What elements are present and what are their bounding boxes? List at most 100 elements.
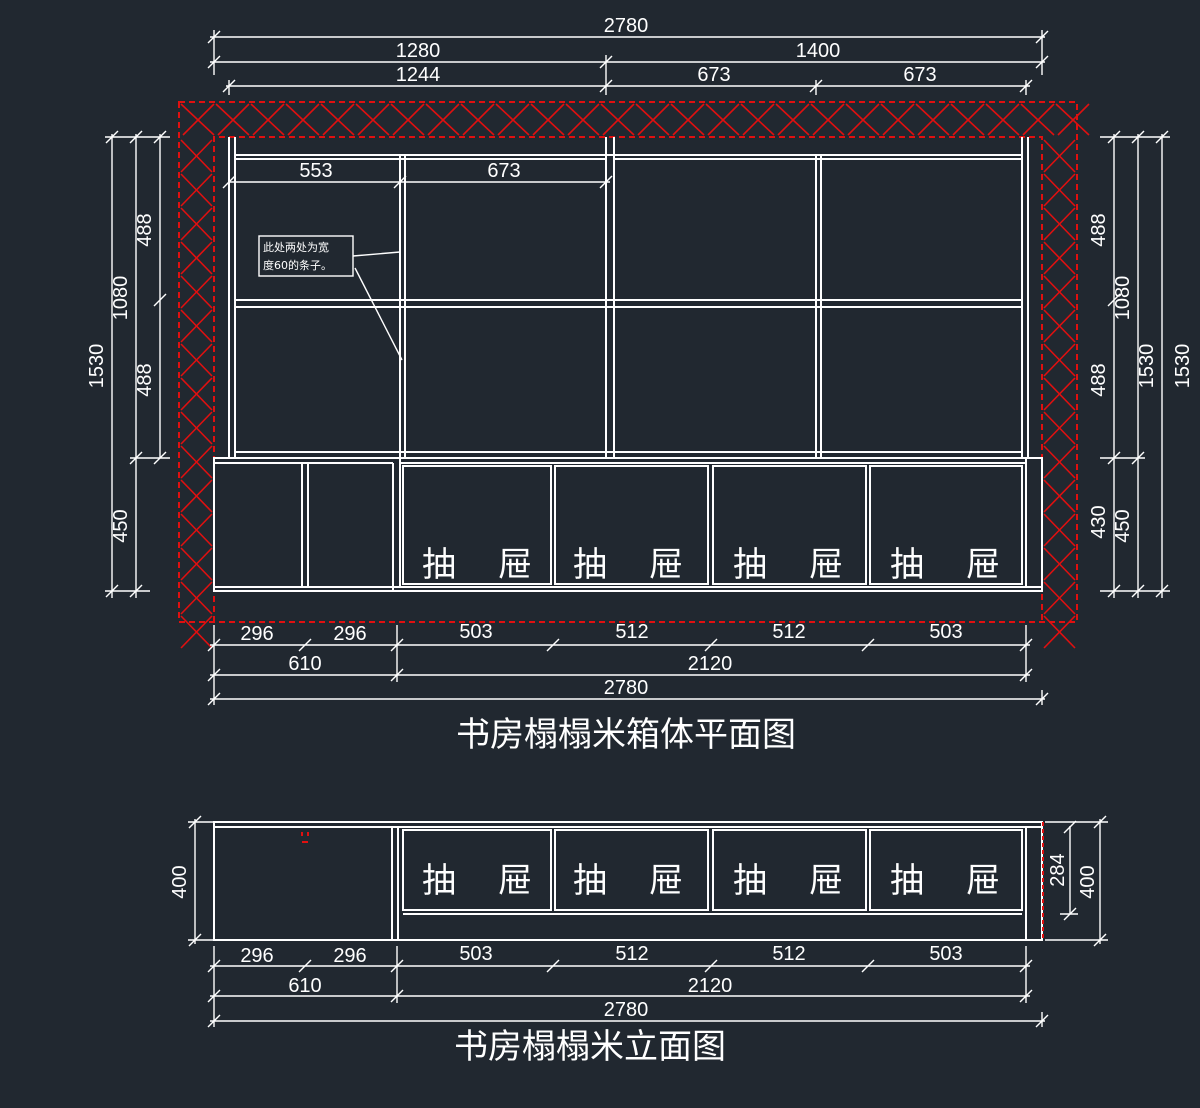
elev-drawer-1-label-a: 抽	[422, 861, 456, 901]
hatch-stroke	[987, 103, 1020, 136]
dim-bottom-seg4: 512	[615, 621, 648, 643]
dim-tick	[393, 175, 407, 189]
hatch-stroke	[602, 103, 635, 136]
dim-tick	[1131, 451, 1145, 465]
hatch-stroke	[1043, 207, 1076, 241]
hatch-stroke	[357, 103, 390, 136]
dim-tick	[105, 584, 119, 598]
elev-drawer-3	[712, 829, 867, 911]
wall-outline	[178, 101, 1078, 623]
dim-tick	[153, 451, 167, 465]
base-box	[213, 457, 1043, 592]
hatch-stroke	[180, 173, 213, 207]
dim-tick	[1035, 692, 1049, 706]
dim-bottom-seg6: 503	[929, 621, 962, 643]
dim-tick	[390, 989, 404, 1003]
dim-bottom-seg3: 503	[459, 621, 492, 643]
dim-tick	[1131, 584, 1145, 598]
hatch-stroke	[180, 411, 213, 445]
elev-dim-seg5: 512	[772, 943, 805, 965]
dim-tick	[599, 175, 613, 189]
dim-tick	[1093, 815, 1107, 829]
dim-tick	[207, 638, 221, 652]
hatch-stroke	[180, 207, 213, 241]
hatch-stroke	[180, 139, 213, 173]
elev-drawer-2	[554, 829, 709, 911]
dim-tick	[546, 959, 560, 973]
drawer-1	[402, 465, 552, 585]
drawer-3-label-a: 抽	[733, 545, 767, 585]
hatch-stroke	[217, 103, 250, 136]
elevation-dimensions: 400 284 400 296 296 503 512 512 503 610 …	[169, 819, 1108, 1027]
dim-tick	[1019, 668, 1033, 682]
dim-inner-right: 673	[903, 64, 936, 86]
dim-left-base: 450	[110, 509, 132, 542]
hatch-stroke	[180, 547, 213, 581]
elev-drawer-3-label-a: 抽	[733, 861, 767, 901]
hatch-stroke	[1043, 173, 1076, 207]
hatch-stroke	[1043, 513, 1076, 547]
dim-left-total: 1530	[86, 344, 108, 389]
hatch-stroke	[532, 103, 565, 136]
hatch-stroke	[917, 103, 950, 136]
dim-inner-left: 1244	[396, 64, 441, 86]
dim-tick	[390, 668, 404, 682]
dim-elev-left: 400	[169, 865, 191, 898]
elev-dim-total: 2780	[604, 999, 649, 1021]
dim-bottom-seg1: 296	[240, 623, 273, 645]
dim-tick	[207, 30, 221, 44]
elev-drawer-3-label-b: 屉	[809, 861, 843, 901]
hatch-stroke	[180, 275, 213, 309]
dim-bottom-seg5: 512	[772, 621, 805, 643]
elev-drawer-4	[869, 829, 1023, 911]
wall-hatch-right	[1043, 139, 1076, 649]
dim-tick	[390, 638, 404, 652]
dim-bottom-group-right: 2120	[688, 653, 733, 675]
hatch-stroke	[287, 103, 320, 136]
dim-left-upper: 1080	[110, 276, 132, 321]
elevation-title: 书房榻榻米立面图	[454, 1027, 726, 1067]
dim-tick	[222, 175, 236, 189]
dim-tick	[1019, 638, 1033, 652]
dim-tick	[599, 55, 613, 69]
dim-tick	[1155, 584, 1169, 598]
hatch-stroke	[462, 103, 495, 136]
drawer-1-label-a: 抽	[422, 545, 456, 585]
dim-right-base-inner: 430	[1088, 505, 1110, 538]
dim-tick	[1019, 959, 1033, 973]
hatch-stroke	[1043, 615, 1076, 649]
dim-right-upper: 1080	[1112, 276, 1134, 321]
elev-dim-seg1: 296	[240, 945, 273, 967]
dim-bottom-seg2: 296	[333, 623, 366, 645]
drawer-3	[712, 465, 867, 585]
leader-line-1	[352, 251, 401, 257]
dim-tick	[861, 959, 875, 973]
elev-dim-seg6: 503	[929, 943, 962, 965]
dim-tick	[153, 130, 167, 144]
dim-tick	[207, 55, 221, 69]
hatch-stroke	[1043, 547, 1076, 581]
hatch-stroke	[322, 103, 355, 136]
dim-elev-right-inner: 284	[1047, 853, 1069, 886]
elev-drawer-1-label-b: 屉	[498, 861, 532, 901]
hatch-stroke	[180, 581, 213, 615]
plan-dimensions: 2780 1280 1400 1244 673 673 553 673 1530…	[86, 15, 1194, 705]
dim-tick	[1035, 30, 1049, 44]
hatch-stroke	[392, 103, 425, 136]
hatch-stroke	[707, 103, 740, 136]
dim-tick	[390, 959, 404, 973]
drawer-1-label-b: 屉	[498, 545, 532, 585]
cabinet-elevation: 抽 屉 抽 屉 抽 屉 抽 屉	[213, 821, 1044, 941]
hatch-stroke	[180, 615, 213, 649]
dim-tick	[298, 959, 312, 973]
hatch-stroke	[1043, 241, 1076, 275]
hatch-stroke	[1043, 309, 1076, 343]
hatch-stroke	[1043, 343, 1076, 377]
dim-tick	[129, 584, 143, 598]
hatch-stroke	[180, 377, 213, 411]
wall-hatch	[178, 101, 1090, 649]
hatch-stroke	[1043, 275, 1076, 309]
hatch-stroke	[180, 479, 213, 513]
wall-hatch-left	[180, 139, 213, 649]
dim-tick	[129, 130, 143, 144]
